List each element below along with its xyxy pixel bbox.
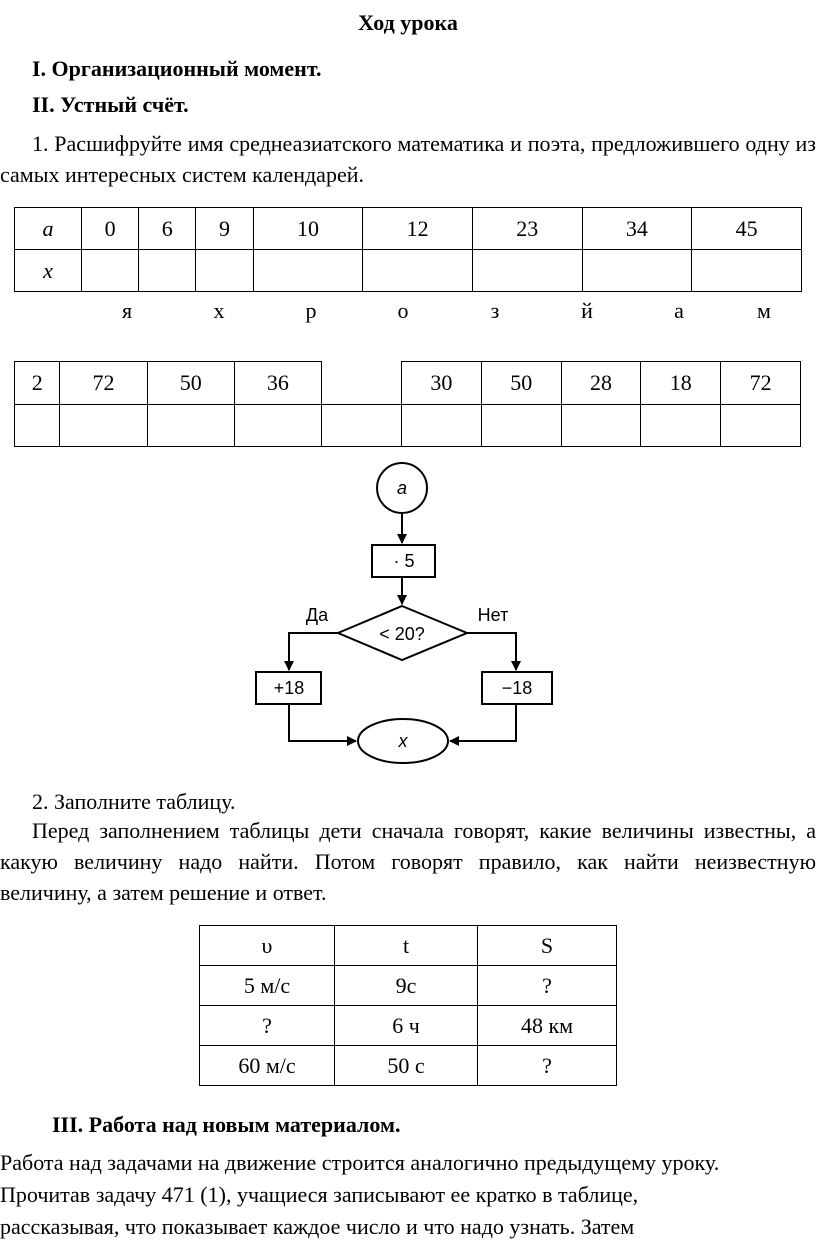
cipher-table: a 0 6 9 10 12 23 34 45 x [14, 207, 802, 292]
table-cell: ? [477, 1045, 617, 1086]
table-cell: ? [199, 1005, 335, 1046]
answer-empty-cell [401, 404, 482, 447]
a-value-cell: 34 [581, 207, 693, 250]
speed-table: υ t S 5 м/с 9с ? ? 6 ч 48 км 60 м/с 50 с… [199, 925, 617, 1086]
minus-label: −18 [502, 678, 533, 698]
answer-empty-cell [560, 404, 642, 447]
condition-diamond [335, 604, 470, 662]
task-2-text: Перед заполнением таблицы дети сначала г… [0, 818, 816, 905]
a-value-cell: 23 [471, 207, 583, 250]
x-empty-cell [80, 249, 140, 292]
speed-table-header: υ t S [199, 925, 617, 966]
answer-empty-cell [59, 404, 148, 447]
a-value-cell: 45 [691, 207, 802, 250]
speed-table-row: ? 6 ч 48 км [199, 1005, 617, 1046]
letter: р [305, 298, 317, 323]
header-cell: υ [199, 925, 335, 966]
speed-table-row: 60 м/с 50 с ? [199, 1045, 617, 1086]
yes-label: Да [306, 605, 329, 625]
answer-empty-cell [720, 404, 801, 447]
letter: а [674, 298, 684, 323]
letter: й [581, 298, 593, 323]
header-cell: S [477, 925, 617, 966]
section-2-heading: II. Устный счёт. [32, 92, 189, 117]
letter: х [213, 298, 225, 323]
x-empty-cell [138, 249, 197, 292]
multiply-box [371, 544, 436, 578]
x-empty-cell [362, 249, 473, 292]
plus-label: +18 [274, 678, 305, 698]
table-cell: 48 км [477, 1005, 617, 1046]
cipher-row-a: a 0 6 9 10 12 23 34 45 [14, 207, 802, 250]
letter: м [757, 298, 771, 323]
answer-number-cell: 72 [720, 361, 801, 405]
answer-empty-row [401, 404, 801, 447]
x-empty-cell [691, 249, 802, 292]
section-1-heading: I. Организационный момент. [32, 56, 322, 81]
multiply-label: · 5 [393, 551, 414, 571]
letter: о [397, 298, 409, 323]
x-empty-cell [252, 249, 364, 292]
arrow [449, 704, 517, 746]
cipher-row-x: x [14, 249, 802, 292]
condition-label: < 20? [379, 624, 425, 644]
yes-arrow [284, 632, 338, 671]
table-cell: 5 м/с [199, 965, 335, 1006]
answer-empty-cell [480, 404, 562, 447]
text-line: Прочитав задачу 471 (1), учащиеся записы… [0, 1182, 639, 1207]
answer-number-cell: 50 [146, 361, 235, 405]
answer-empty-cell [146, 404, 235, 447]
answer-number-cell: 2 [13, 361, 61, 405]
end-node [357, 718, 449, 764]
a-value-cell: 6 [138, 207, 197, 250]
no-arrow [467, 632, 521, 671]
x-empty-cell [471, 249, 583, 292]
task-2-heading: 2. Заполните таблицу. [32, 789, 236, 814]
header-cell: t [334, 925, 478, 966]
page-title: Ход урока [358, 10, 458, 35]
answer-number-cell: 18 [640, 361, 722, 405]
answer-empty-cell [640, 404, 722, 447]
answer-table-left: 2 72 50 36 [13, 361, 323, 447]
end-label: x [398, 731, 409, 751]
answer-number-cell: 28 [560, 361, 642, 405]
table-cell: 6 ч [334, 1005, 478, 1046]
letter: з [490, 298, 500, 323]
a-value-cell: 9 [195, 207, 254, 250]
text-line: Работа над задачами на движение строится… [0, 1150, 720, 1175]
answer-table-right: 30 50 28 18 72 [401, 361, 801, 447]
no-label: Нет [478, 605, 509, 625]
section-3-text: Работа над задачами на движение строится… [0, 1147, 719, 1243]
letter: я [121, 298, 133, 323]
start-label: a [397, 478, 407, 498]
arrow [288, 704, 357, 746]
section-3-heading: III. Работа над новым материалом. [52, 1112, 401, 1137]
text-line: рассказывая, что показывает каждое число… [0, 1214, 635, 1239]
task-1-text: 1. Расшифруйте имя среднеазиатского мате… [0, 131, 816, 187]
a-value-cell: 12 [362, 207, 473, 250]
table-cell: ? [477, 965, 617, 1006]
answer-numbers-row: 2 72 50 36 [13, 361, 323, 405]
answer-empty-row [13, 404, 323, 447]
table-cell: 60 м/с [199, 1045, 335, 1086]
table-cell: 9с [334, 965, 478, 1006]
answer-empty-cell [233, 404, 323, 447]
x-empty-cell [195, 249, 254, 292]
row-header-a: a [14, 207, 82, 250]
table-cell: 50 с [334, 1045, 478, 1086]
gap-cell [321, 404, 401, 447]
answer-empty-cell [13, 404, 61, 447]
answer-number-cell: 36 [233, 361, 323, 405]
speed-table-row: 5 м/с 9с ? [199, 965, 617, 1006]
a-value-cell: 10 [252, 207, 364, 250]
